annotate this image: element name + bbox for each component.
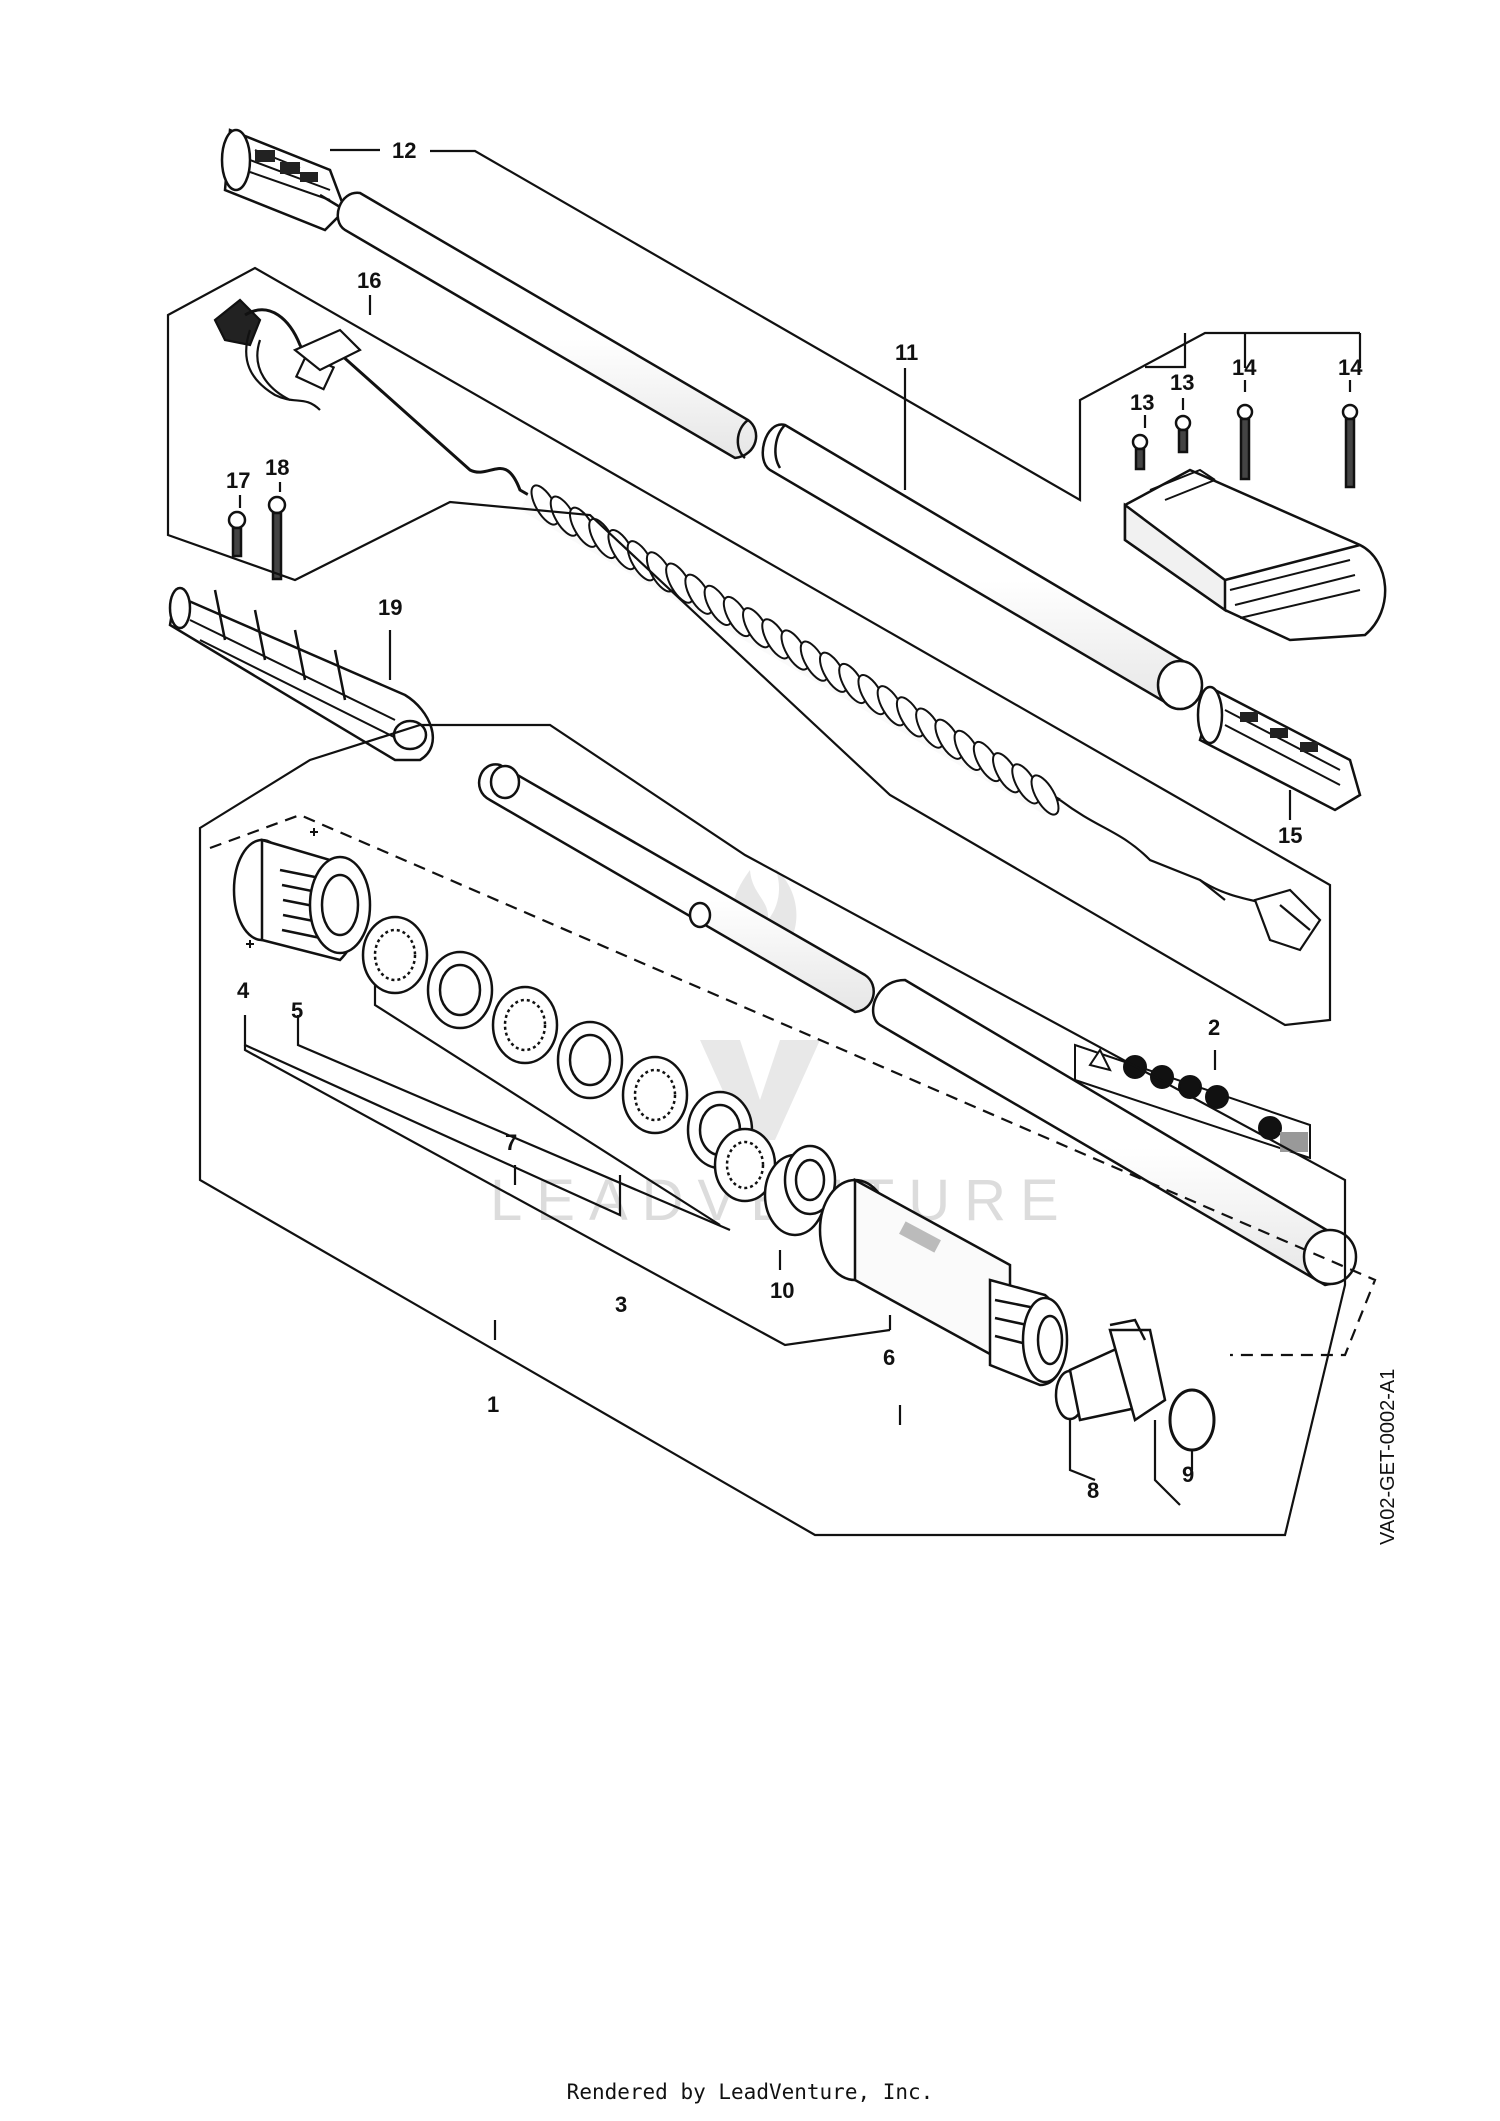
callout-12: 12 xyxy=(392,138,416,163)
part-11-outer-tube xyxy=(336,191,1204,711)
callout-13a: 13 xyxy=(1130,390,1154,415)
ring xyxy=(556,1020,624,1100)
callout-14b: 14 xyxy=(1338,355,1363,380)
part-7-rings xyxy=(361,915,777,1203)
part-12-end-cap xyxy=(220,128,347,232)
screws-13-14 xyxy=(1131,403,1359,489)
ring xyxy=(713,1127,777,1203)
callout-15: 15 xyxy=(1278,823,1302,848)
callout-9: 9 xyxy=(1182,1462,1194,1487)
callout-16: 16 xyxy=(357,268,381,293)
callout-19: 19 xyxy=(378,595,402,620)
part-6-housing-sleeve xyxy=(818,1177,1069,1387)
callout-4: 4 xyxy=(237,978,250,1003)
part-15-sleeve xyxy=(1196,685,1362,812)
part-8-plug xyxy=(1054,1318,1167,1422)
ring xyxy=(491,985,559,1065)
part-5-threaded-nut xyxy=(232,838,372,962)
part-housing-cover xyxy=(1123,468,1387,642)
callout-13b: 13 xyxy=(1170,370,1194,395)
callout-14a: 14 xyxy=(1232,355,1257,380)
callout-2: 2 xyxy=(1208,1015,1220,1040)
callout-1: 1 xyxy=(487,1392,499,1417)
callout-17: 17 xyxy=(226,468,250,493)
footer-credit: Rendered by LeadVenture, Inc. xyxy=(566,2080,934,2104)
callout-18: 18 xyxy=(265,455,289,480)
callout-8: 8 xyxy=(1087,1478,1099,1503)
ring xyxy=(621,1055,689,1135)
drawing-code: VA02-GET-0002-A1 xyxy=(1377,1369,1399,1545)
callout-6: 6 xyxy=(883,1345,895,1370)
callout-10: 10 xyxy=(770,1278,794,1303)
part-19-clamp-sleeve xyxy=(168,586,434,762)
callout-11: 11 xyxy=(895,340,918,365)
part-9-o-ring xyxy=(1168,1388,1216,1452)
part-inner-tube xyxy=(478,763,1358,1287)
conduit-coil xyxy=(1030,774,1060,816)
callout-7: 7 xyxy=(505,1130,517,1155)
callout-3: 3 xyxy=(615,1292,627,1317)
part-10-ring-nut xyxy=(763,1144,837,1237)
ring xyxy=(361,915,429,995)
callouts: 12 16 11 13 13 14 14 17 18 19 15 2 4 5 7… xyxy=(226,138,1363,1503)
watermark-v-icon xyxy=(700,1040,820,1140)
spiral-conduit xyxy=(520,484,1060,816)
group-outlines xyxy=(166,149,1377,1537)
part-4-pins xyxy=(246,828,318,948)
leader-lines xyxy=(238,148,1352,1506)
part-16-wiring-harness xyxy=(213,298,1322,952)
ring xyxy=(426,950,494,1030)
screws-17-18 xyxy=(227,495,287,581)
callout-5: 5 xyxy=(291,998,303,1023)
